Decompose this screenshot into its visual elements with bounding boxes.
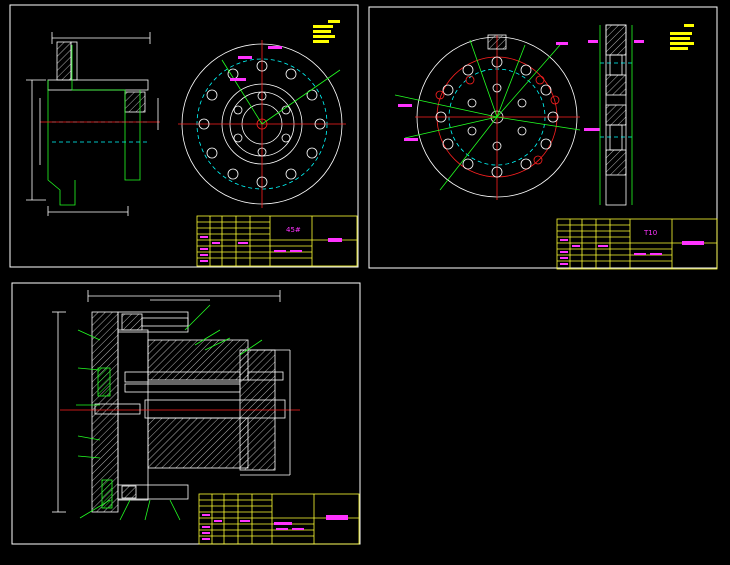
- front-disc-view-2: [394, 34, 600, 200]
- sheet-1-border: [9, 4, 359, 268]
- assembly-section-view: [52, 290, 300, 521]
- technical-notes-2: [670, 24, 694, 50]
- title-block-1: 45#: [196, 215, 358, 267]
- leader-lines: [76, 304, 263, 521]
- sheet-3-border: [11, 282, 361, 545]
- material-label-2: T10: [643, 229, 657, 237]
- side-section-view-1: [26, 32, 160, 216]
- drawing-sheet-3: [11, 282, 361, 545]
- drawing-sheet-1: 45#: [9, 4, 359, 268]
- title-block-3: [198, 493, 360, 545]
- side-section-view-2: [588, 24, 644, 206]
- technical-notes-1: [313, 20, 340, 43]
- front-flange-view-1: [178, 40, 346, 208]
- material-label-1: 45#: [286, 226, 301, 234]
- drawing-sheet-2: T10: [368, 6, 718, 270]
- sheet-2-border: [368, 6, 718, 269]
- title-block-2: T10: [556, 218, 718, 270]
